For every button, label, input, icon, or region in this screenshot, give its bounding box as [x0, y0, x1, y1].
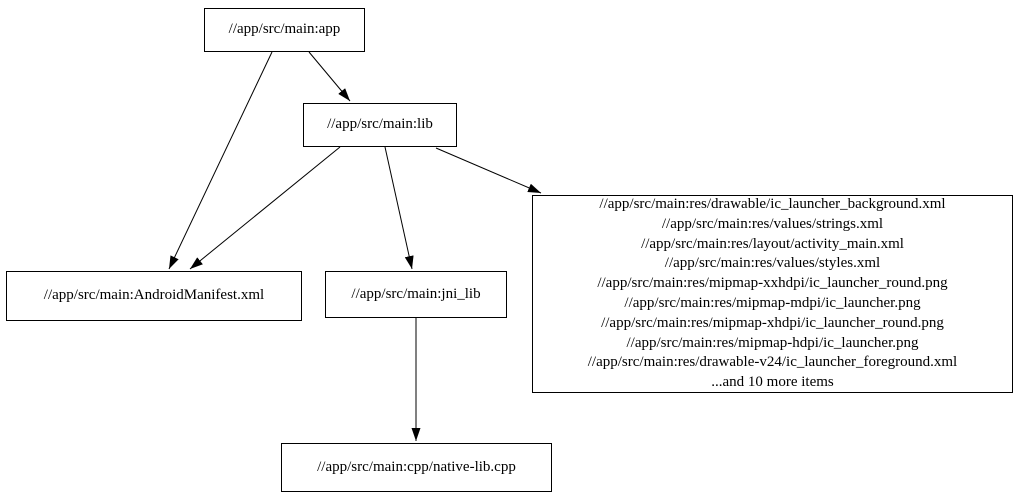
resource-line: //app/src/main:res/mipmap-xxhdpi/ic_laun… — [597, 275, 948, 292]
edge-app-lib — [308, 51, 351, 102]
resource-line: //app/src/main:res/values/styles.xml — [664, 255, 881, 272]
node-app-label: //app/src/main:app — [228, 21, 341, 38]
resource-line: //app/src/main:res/mipmap-mdpi/ic_launch… — [624, 295, 921, 311]
node-app: //app/src/main:app — [204, 8, 365, 52]
resource-line: //app/src/main:res/mipmap-xhdpi/ic_launc… — [601, 314, 944, 331]
node-android-manifest-label: //app/src/main:AndroidManifest.xml — [43, 287, 265, 304]
node-resources: //app/src/main:res/drawable/ic_launcher_… — [532, 195, 1013, 393]
edge-lib-manifest — [189, 146, 341, 270]
node-native-lib: //app/src/main:cpp/native-lib.cpp — [281, 443, 552, 492]
edge-app-manifest — [168, 51, 273, 270]
node-jni-lib: //app/src/main:jni_lib — [325, 271, 507, 318]
resource-line: //app/src/main:res/values/strings.xml — [661, 215, 884, 232]
node-lib: //app/src/main:lib — [303, 103, 457, 147]
node-native-lib-label: //app/src/main:cpp/native-lib.cpp — [317, 458, 516, 475]
resource-line: //app/src/main:res/drawable-v24/ic_launc… — [587, 354, 958, 371]
node-android-manifest: //app/src/main:AndroidManifest.xml — [6, 271, 302, 321]
node-jni-lib-label: //app/src/main:jni_lib — [351, 285, 481, 302]
edge-lib-resources — [435, 147, 542, 194]
resource-line-more: ...and 10 more items — [711, 374, 834, 391]
node-lib-label: //app/src/main:lib — [327, 116, 433, 133]
resource-line: //app/src/main:res/mipmap-hdpi/ic_launch… — [626, 334, 919, 351]
resource-line: //app/src/main:res/layout/activity_main.… — [641, 235, 904, 252]
resource-line: //app/src/main:res/drawable/ic_launcher_… — [599, 196, 946, 213]
edge-lib-jni-lib — [384, 146, 414, 270]
